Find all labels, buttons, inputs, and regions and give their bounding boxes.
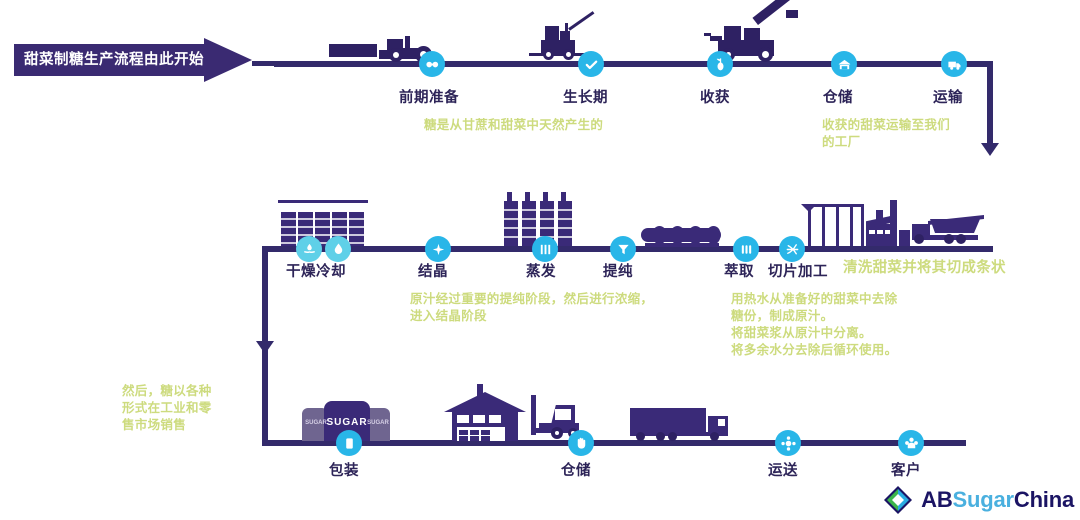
node-row2-2[interactable]	[425, 236, 451, 262]
flow-line-row3	[262, 440, 966, 446]
note-row2-2-line1: 糖份，制成原汁。	[731, 309, 834, 323]
label-row2-0: 干燥冷却	[286, 264, 346, 280]
label-row2-5: 萃取	[724, 264, 754, 280]
node-row3-0[interactable]	[336, 430, 362, 456]
note-row3-0-line0: 然后，糖以各种	[122, 384, 212, 398]
start-line-stub	[252, 61, 274, 66]
node-row1-4[interactable]	[941, 51, 967, 77]
label-row1-1: 生长期	[563, 90, 608, 106]
node-row1-2[interactable]	[707, 51, 733, 77]
label-row3-2: 运送	[768, 463, 798, 479]
note-row2-2-line2: 将甜菜浆从原汁中分离。	[731, 326, 872, 340]
flow-line-row1	[274, 61, 993, 67]
node-row1-1[interactable]	[578, 51, 604, 77]
label-row1-0: 前期准备	[399, 90, 459, 106]
bag-text-right: SUGAR	[367, 420, 389, 426]
note-row2-1-line1: 进入结晶阶段	[410, 309, 487, 323]
logo-ab: AB	[921, 487, 953, 512]
node-row3-1[interactable]	[568, 430, 594, 456]
illustration-semi-truck	[630, 408, 730, 441]
label-row2-4: 提纯	[603, 264, 633, 280]
note-row1-0-line0: 糖是从甘蔗和甜菜中天然产生的	[424, 118, 604, 132]
logo-china: China	[1013, 487, 1074, 512]
banner-body	[14, 44, 210, 76]
absugarchina-logo: ABSugarChina	[883, 485, 1074, 515]
banner-text: 甜菜制糖生产流程由此开始	[24, 52, 204, 68]
logo-wordmark: ABSugarChina	[921, 487, 1074, 513]
illustration-sugar-factory	[801, 192, 910, 246]
illustration-field-sprayer	[529, 11, 615, 62]
node-row2-4[interactable]	[610, 236, 636, 262]
note-row2-2: 用热水从准备好的甜菜中去除 糖份，制成原汁。 将甜菜浆从原汁中分离。 将多余水分…	[731, 291, 897, 359]
logo-sugar: Sugar	[952, 487, 1015, 512]
note-row1-1-line0: 收获的甜菜运输至我们	[822, 118, 951, 132]
note-row2-0: 清洗甜菜并将其切成条状	[843, 260, 1006, 277]
note-row3-0-line2: 售市场销售	[122, 418, 187, 432]
note-row2-2-line3: 将多余水分去除后循环使用。	[731, 343, 898, 357]
diamond-logo-icon	[883, 485, 913, 515]
node-row2-1[interactable]	[325, 236, 351, 262]
note-row1-1-line1: 的工厂	[822, 135, 861, 149]
node-row2-6[interactable]	[779, 236, 805, 262]
banner-arrowhead	[204, 38, 252, 82]
label-row1-4: 运输	[933, 90, 963, 106]
label-row1-2: 收获	[700, 90, 730, 106]
note-row3-0-line1: 形式在工业和零	[122, 401, 212, 415]
label-row3-3: 客户	[891, 463, 921, 479]
label-row2-6: 切片加工	[768, 264, 828, 280]
bag-text-left: SUGAR	[305, 420, 327, 426]
node-row1-3[interactable]	[831, 51, 857, 77]
note-row1-1: 收获的甜菜运输至我们 的工厂	[822, 117, 950, 151]
illustration-beet-harvester	[700, 0, 810, 62]
flow-arrow-row2-down	[256, 341, 274, 354]
node-row2-0[interactable]	[296, 236, 322, 262]
label-row2-3: 蒸发	[526, 264, 556, 280]
flow-line-row1-down	[987, 61, 993, 146]
illustration-tractor-plow	[329, 34, 435, 63]
label-row2-2: 结晶	[418, 264, 448, 280]
node-row3-2[interactable]	[775, 430, 801, 456]
node-row1-0[interactable]	[419, 51, 445, 77]
flow-arrow-row1-down	[981, 143, 999, 156]
note-row1-0: 糖是从甘蔗和甜菜中天然产生的	[424, 117, 603, 134]
illustration-horizontal-tanks	[641, 226, 727, 248]
illustration-evaporation-columns	[504, 192, 576, 246]
note-row3-0: 然后，糖以各种 形式在工业和零 售市场销售	[122, 383, 212, 434]
bag-text-center: SUGAR	[326, 417, 368, 428]
label-row3-1: 仓储	[561, 463, 591, 479]
node-row2-3[interactable]	[532, 236, 558, 262]
illustration-silo-bank	[278, 192, 368, 246]
start-banner: 甜菜制糖生产流程由此开始	[14, 38, 252, 82]
node-row2-5[interactable]	[733, 236, 759, 262]
illustration-warehouse-building	[444, 378, 526, 441]
label-row1-3: 仓储	[823, 90, 853, 106]
note-row2-0-line0: 清洗甜菜并将其切成条状	[843, 260, 1006, 276]
note-row2-2-line0: 用热水从准备好的甜菜中去除	[731, 292, 898, 306]
illustration-dump-truck	[912, 215, 984, 246]
note-row2-1-line0: 原汁经过重要的提纯阶段，然后进行浓缩，	[410, 292, 654, 306]
note-row2-1: 原汁经过重要的提纯阶段，然后进行浓缩， 进入结晶阶段	[410, 291, 653, 325]
node-row3-3[interactable]	[898, 430, 924, 456]
label-row3-0: 包装	[329, 463, 359, 479]
